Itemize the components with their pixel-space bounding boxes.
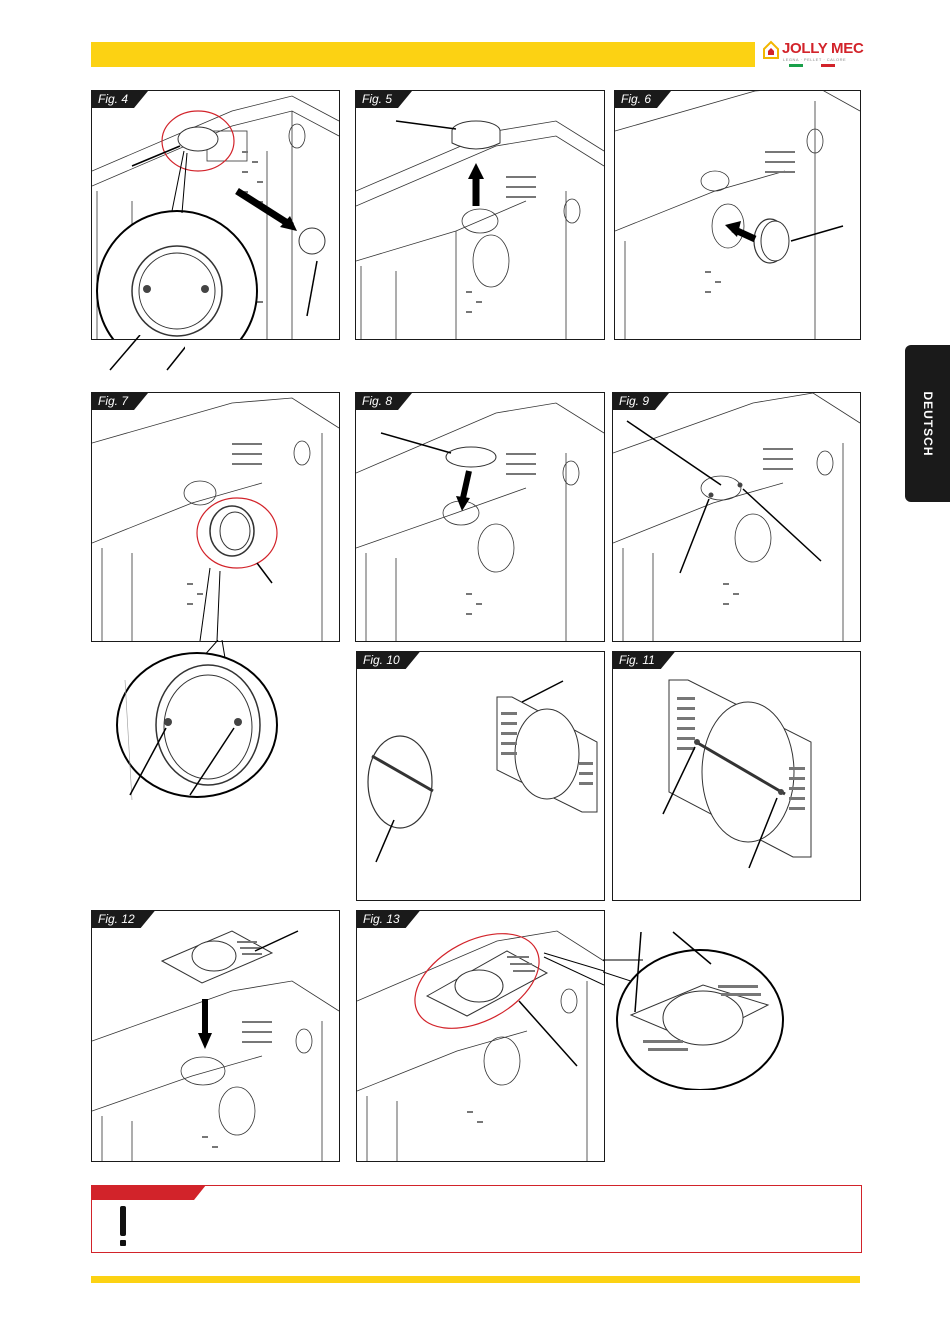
language-tab[interactable]: DEUTSCH xyxy=(905,345,950,502)
figure-11: Fig. 11 xyxy=(612,651,861,901)
brand-tagline: LEGNA · PELLET · CALORE xyxy=(783,57,846,62)
figure-5-drawing xyxy=(356,91,604,339)
figure-8-drawing xyxy=(356,393,604,641)
figure-9-drawing xyxy=(613,393,860,641)
figure-9: Fig. 9 xyxy=(612,392,861,642)
figure-8: Fig. 8 xyxy=(355,392,605,642)
figure-13: Fig. 13 xyxy=(356,910,605,1162)
figure-6: Fig. 6 xyxy=(614,90,861,340)
flag-red xyxy=(821,64,835,67)
figure-11-drawing xyxy=(613,652,860,900)
figure-4-callout-lines xyxy=(95,335,185,380)
warning-box xyxy=(91,1185,862,1253)
footer-yellow-bar xyxy=(91,1276,860,1283)
figure-7-drawing xyxy=(92,393,339,641)
figure-7: Fig. 7 xyxy=(91,392,340,642)
house-icon xyxy=(762,40,780,60)
figure-13-drawing xyxy=(357,911,604,1161)
figure-4: Fig. 4 xyxy=(91,90,340,340)
warning-tab xyxy=(91,1185,206,1200)
figure-12: Fig. 12 xyxy=(91,910,340,1162)
figure-6-drawing xyxy=(615,91,860,339)
figure-7-detail-circle xyxy=(110,640,285,800)
figure-10-drawing xyxy=(357,652,604,900)
exclamation-icon xyxy=(118,1206,128,1248)
flag-green xyxy=(789,64,803,67)
figure-12-drawing xyxy=(92,911,339,1161)
figure-4-drawing xyxy=(92,91,339,339)
figure-13-detail-circle xyxy=(603,930,785,1090)
brand-logo: JOLLY MEC LEGNA · PELLET · CALORE xyxy=(762,38,862,72)
header-yellow-bar xyxy=(91,42,755,67)
figure-5: Fig. 5 xyxy=(355,90,605,340)
figure-10: Fig. 10 xyxy=(356,651,605,901)
language-tab-label: DEUTSCH xyxy=(921,391,935,456)
brand-name: JOLLY MEC xyxy=(782,40,864,57)
